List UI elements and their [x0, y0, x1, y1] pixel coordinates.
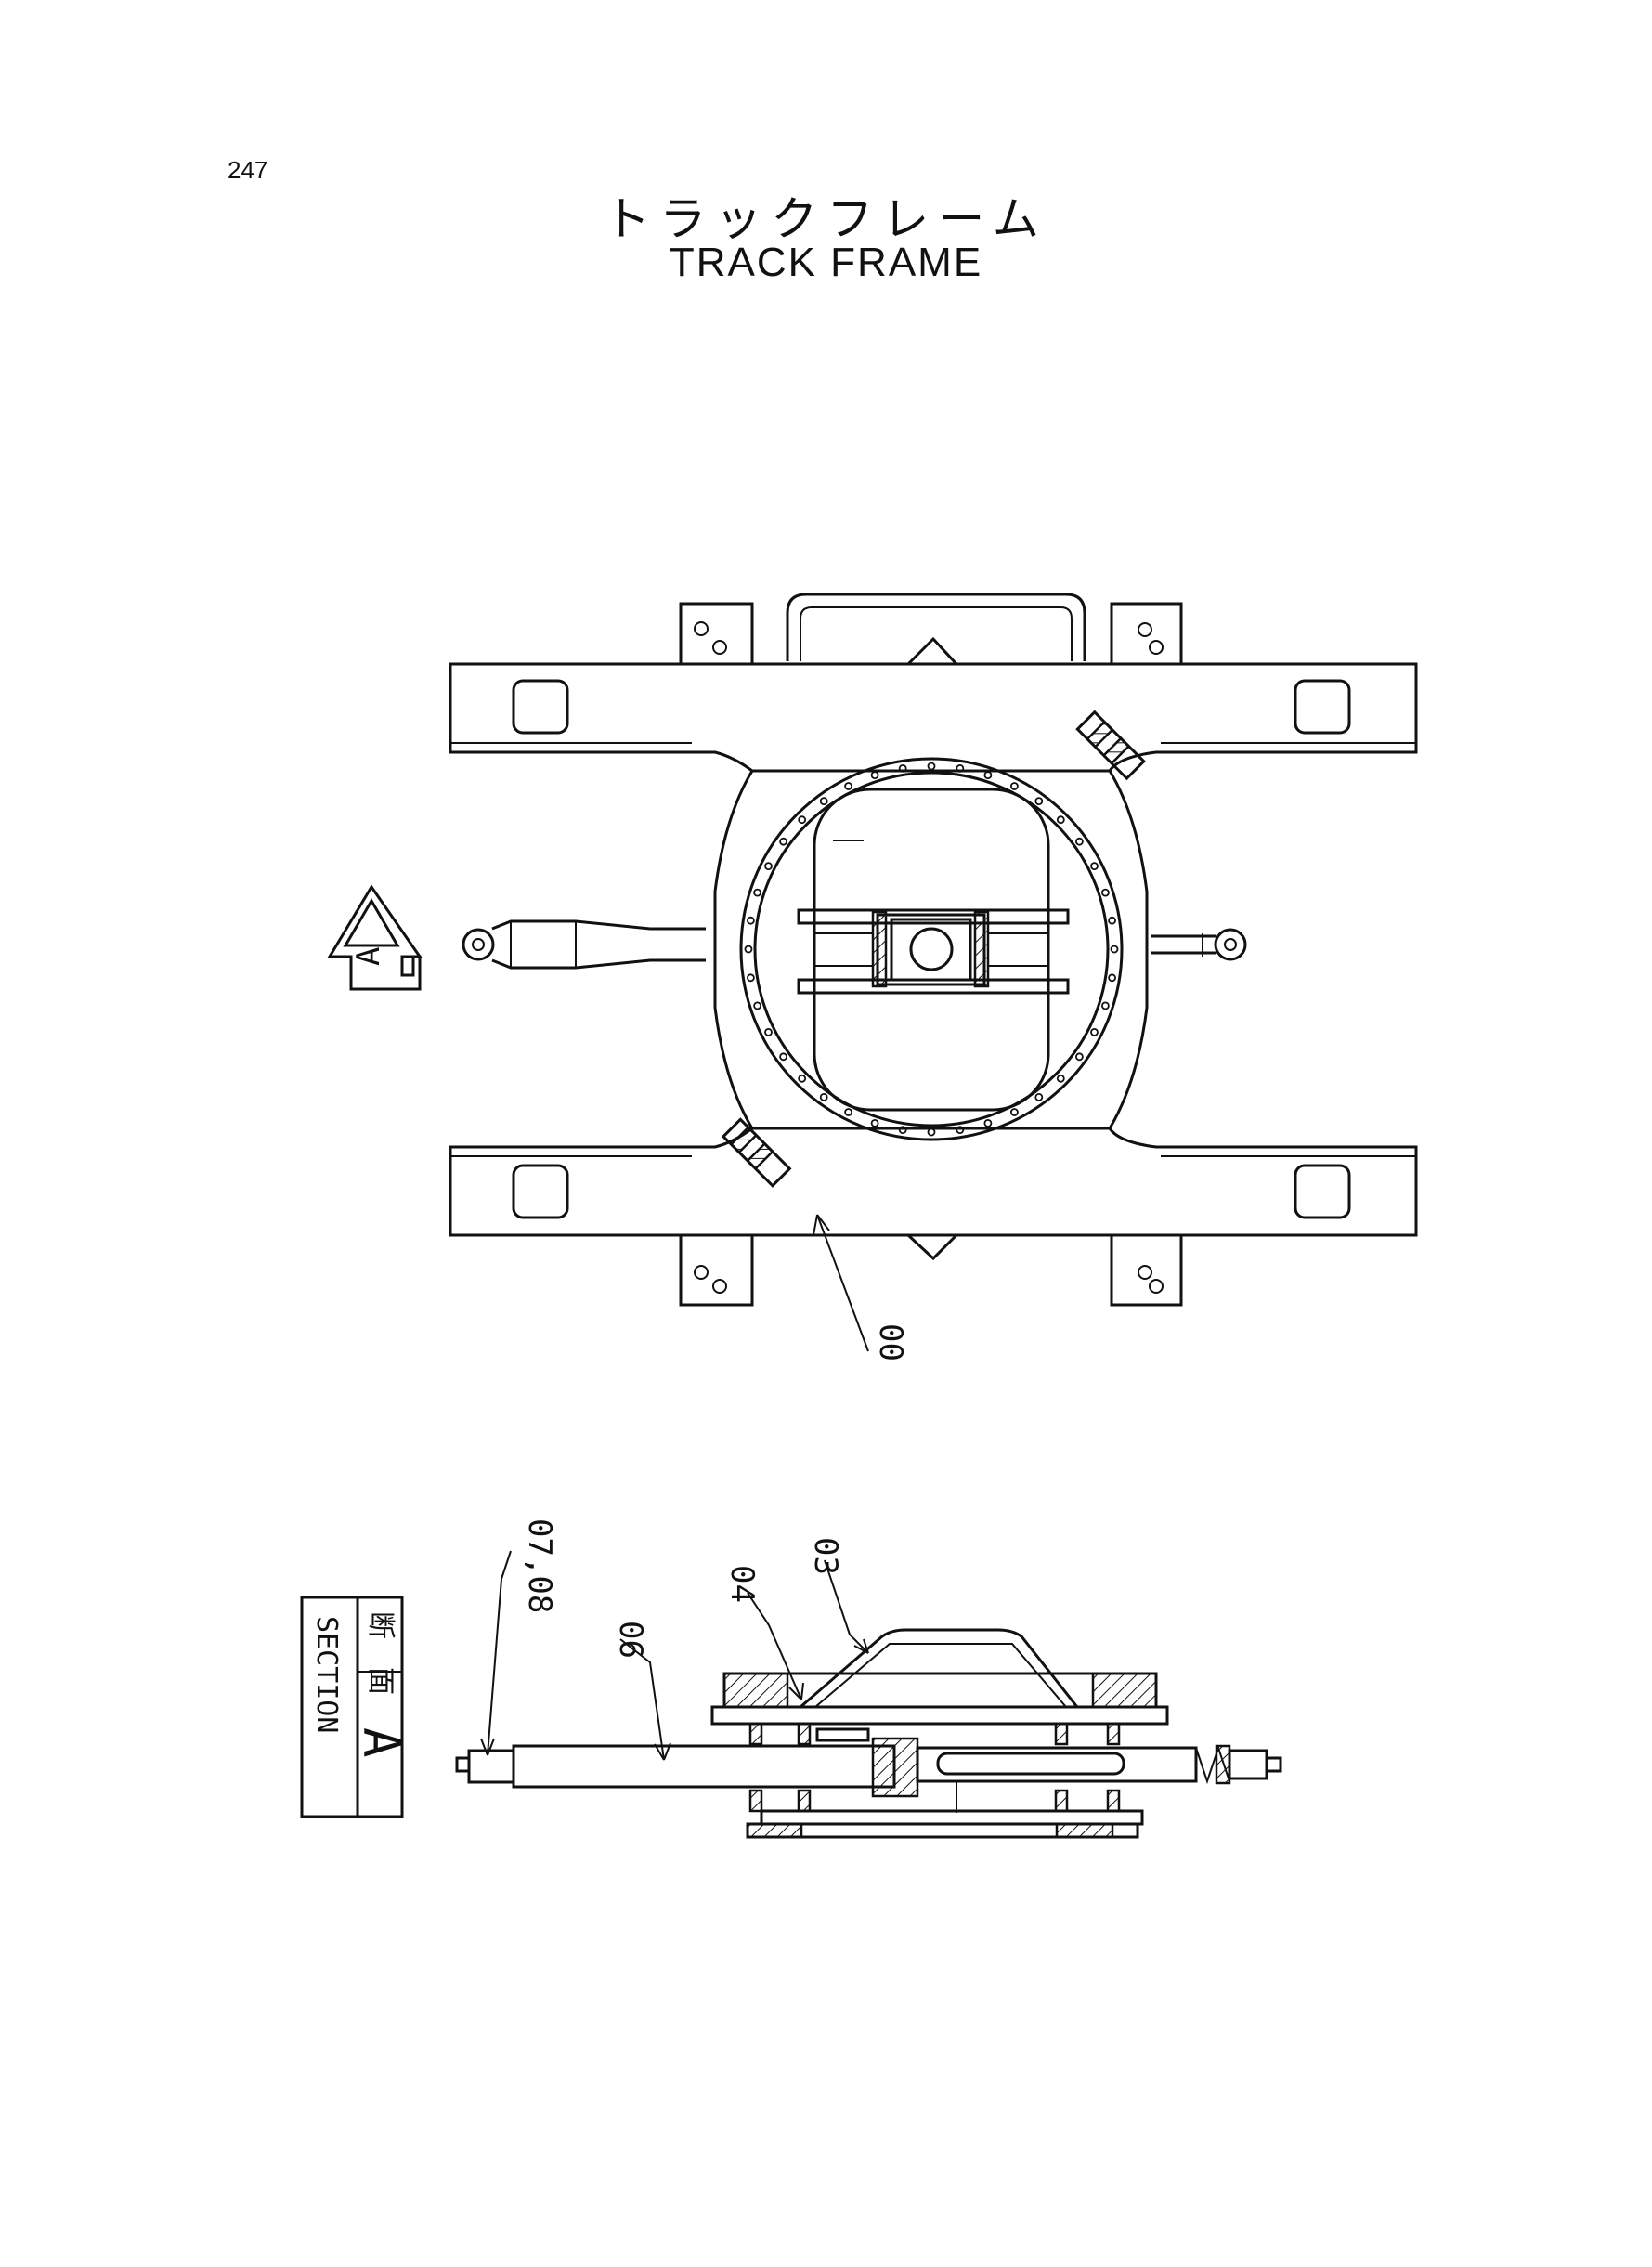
bolt-hole — [1034, 1093, 1044, 1101]
bolt-hole — [870, 771, 879, 779]
title-english: TRACK FRAME — [669, 240, 983, 285]
bolt-hole — [898, 1126, 907, 1134]
bolt-hole — [956, 1126, 965, 1134]
part-label-06: 06 — [612, 1621, 649, 1659]
section-box-english: SECTION — [310, 1616, 343, 1733]
bolt-hole — [779, 1052, 787, 1062]
bolt-hole — [798, 1074, 807, 1083]
bolt-hole — [747, 973, 755, 983]
bolt-hole — [1034, 797, 1044, 805]
section-box-japanese: 断 面 — [364, 1611, 397, 1695]
title-japanese: トラックフレーム — [604, 192, 1048, 246]
bolt-hole — [983, 1119, 993, 1127]
bolt-hole — [1110, 945, 1119, 954]
bolt-hole — [1056, 815, 1065, 825]
top-view: A 00 — [327, 593, 1418, 1362]
bolt-hole — [983, 771, 993, 779]
bolt-hole — [927, 762, 936, 771]
part-label-03: 03 — [807, 1537, 844, 1575]
bolt-hole — [1010, 1108, 1019, 1116]
bolt-hole — [1090, 862, 1099, 870]
bolt-hole — [870, 1119, 879, 1127]
bolt-hole — [747, 916, 755, 925]
bolt-hole — [1108, 916, 1116, 925]
view-marker-a: A — [350, 947, 387, 966]
bolt-hole — [819, 797, 828, 805]
bolt-hole — [1101, 888, 1110, 897]
bolt-hole — [898, 764, 907, 773]
bolt-row-lower — [748, 1789, 1121, 1813]
bolt-hole — [819, 1093, 828, 1101]
bolt-hole — [1075, 1052, 1084, 1062]
bolt-hole — [1010, 782, 1019, 790]
bolt-hole — [779, 837, 787, 846]
bolt-hole — [844, 1108, 852, 1116]
bolt-hole — [1056, 1074, 1065, 1083]
section-box-letter: A — [352, 1727, 410, 1758]
bolt-row-upper — [748, 1722, 1121, 1746]
bolt-hole — [744, 945, 753, 954]
bolt-circle — [744, 762, 1119, 1137]
part-label-00: 00 — [872, 1323, 909, 1362]
bolt-hole — [956, 764, 965, 773]
bolt-hole — [1101, 1001, 1110, 1010]
part-label-04: 04 — [723, 1565, 761, 1603]
bolt-hole — [753, 1001, 761, 1010]
bolt-hole — [844, 782, 852, 790]
bolt-hole — [753, 888, 761, 897]
bolt-hole — [1090, 1028, 1099, 1036]
bolt-hole — [764, 862, 773, 870]
bolt-hole — [1108, 973, 1116, 983]
section-a-view: SECTION 断 面 A — [300, 1518, 1282, 1839]
page-number: 247 — [228, 156, 268, 184]
bolt-hole — [798, 815, 807, 825]
part-label-07-08: 07,08 — [521, 1518, 558, 1613]
bolt-hole — [1075, 837, 1084, 846]
bolt-hole — [927, 1127, 936, 1137]
bolt-hole — [764, 1028, 773, 1036]
